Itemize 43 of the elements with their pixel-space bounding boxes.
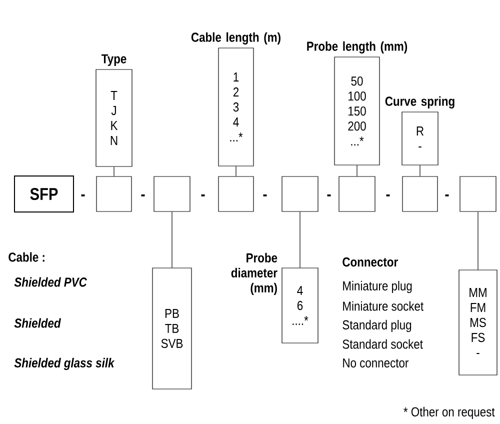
heading: Cable :: [8, 252, 44, 262]
heading: Curve spring: [385, 96, 454, 108]
heading: Cable length (m): [191, 32, 280, 44]
cable-option: Shielded PVC: [14, 277, 88, 287]
node-label: N: [110, 136, 118, 145]
connector-option: Miniature plug: [343, 280, 412, 294]
separator-dash: -: [201, 194, 205, 196]
heading: Probe diameter (mm): [231, 252, 278, 296]
option-box: PB TB SVB: [152, 268, 192, 390]
connector-line: [356, 165, 358, 176]
code-box: [282, 176, 318, 212]
separator-dash: -: [327, 194, 331, 196]
code-box: [402, 176, 438, 212]
heading: Connector: [342, 257, 398, 267]
option-box: 4 6 ....*: [282, 268, 318, 344]
cable-option: Shielded: [14, 318, 61, 328]
heading: Probe length (mm): [307, 41, 408, 54]
code-box: SFP: [14, 176, 74, 212]
node-label: J: [111, 106, 116, 116]
option-box: 1 2 3 4 ...*: [218, 48, 254, 166]
footnote: * Other on request: [404, 406, 495, 420]
heading: Type: [102, 54, 126, 66]
code-box: [154, 176, 190, 212]
node-label: T: [110, 91, 118, 100]
connector-option: Standard plug: [342, 320, 412, 332]
option-box: 50 100 150 200 ...*: [334, 56, 380, 166]
cable-option: Shielded glass silk: [14, 358, 115, 370]
option-box: R -: [402, 112, 438, 166]
code-box: [96, 176, 132, 212]
separator-dash: -: [81, 194, 85, 196]
separator-dash: -: [445, 194, 449, 196]
connector-option: No connector: [343, 358, 408, 368]
separator-dash: -: [263, 194, 267, 196]
separator-dash: -: [141, 194, 145, 196]
node-label: K: [111, 121, 118, 130]
option-box: T J K N: [96, 69, 132, 167]
code-box: [218, 176, 254, 212]
option-box: MM FM MS FS -: [458, 270, 498, 376]
separator-dash: -: [386, 194, 390, 196]
connector-option: Standard socket: [342, 339, 423, 349]
code-box: [338, 176, 376, 212]
connector-option: Miniature socket: [343, 301, 424, 311]
code-box: [460, 176, 496, 212]
